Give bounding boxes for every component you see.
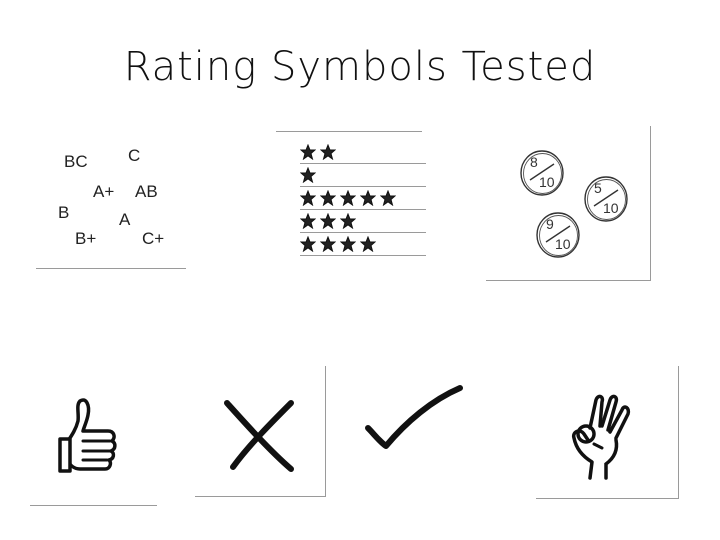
x-mark-panel [215,395,305,475]
fraction-numerator: 5 [594,180,602,196]
ok-hand-icon [571,394,631,480]
check-mark-icon [365,385,463,449]
star-rating-row [300,186,426,210]
thumbs-up-icon [58,398,117,473]
divider [325,366,326,497]
divider [486,280,651,281]
star-rating-row [300,140,426,164]
grade-label: A+ [93,182,115,201]
divider [195,496,326,497]
star-icon [300,212,316,229]
star-icon [320,212,336,229]
star-icon [360,189,376,206]
star-icon [320,189,336,206]
divider [276,131,422,132]
star-icon [380,189,396,206]
fraction-numerator: 9 [546,216,554,232]
star-icon [300,189,316,206]
page-title: Rating Symbols Tested [123,44,597,90]
check-mark-panel [362,380,467,455]
grade-label: C+ [142,229,165,248]
thumbs-up-panel [50,395,130,485]
divider [678,366,679,499]
fraction-denominator: 10 [555,236,571,252]
star-icon [300,143,316,160]
fraction-denominator: 10 [539,174,555,190]
star-rating-row [300,209,426,233]
grade-label: B [58,203,70,222]
ok-hand-panel [566,392,636,484]
star-icon [320,143,336,160]
star-rating-row [300,163,426,187]
fraction-numerator: 8 [530,154,538,170]
x-mark-icon [224,400,294,472]
star-rating-row [300,232,426,256]
fraction-denominator: 10 [603,200,619,216]
grade-label: AB [135,182,158,201]
grade-label: BC [64,152,88,171]
star-icon [340,189,356,206]
star-icon [320,235,336,252]
star-icon [300,166,316,183]
star-icon [300,235,316,252]
star-icon [340,212,356,229]
divider [650,126,651,281]
grade-label: C [128,146,141,165]
star-icon [340,235,356,252]
divider [36,268,186,269]
grade-label: B+ [75,229,97,248]
grade-label: A [119,210,131,229]
divider [536,498,679,499]
letter-grades-panel: BC C A+ AB B A B+ C+ [36,130,186,270]
star-icon [360,235,376,252]
star-ratings-panel [276,140,426,265]
divider [30,505,157,506]
